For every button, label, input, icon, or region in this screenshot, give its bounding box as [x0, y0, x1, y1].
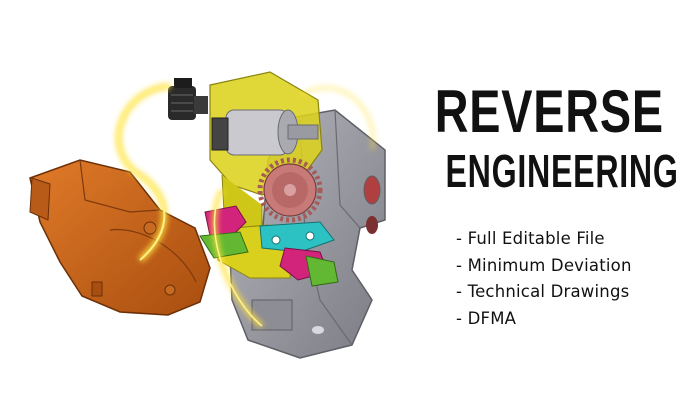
- black-connector: [168, 78, 208, 120]
- pink-gear: [257, 157, 323, 223]
- orange-housing: [29, 159, 211, 316]
- exploded-mechanism-illustration: [29, 71, 386, 359]
- feature-list: - Full Editable File - Minimum Deviation…: [456, 226, 632, 332]
- feature-item: - Minimum Deviation: [456, 255, 632, 275]
- headline: REVERSE ENGINEERING: [405, 78, 679, 197]
- headline-line-1: REVERSE: [434, 78, 664, 145]
- glowing-wire: [115, 83, 375, 328]
- feature-item: - DFMA: [456, 308, 517, 328]
- headline-line-2: ENGINEERING: [445, 145, 679, 197]
- feature-item: - Full Editable File: [456, 229, 605, 248]
- feature-item: - Technical Drawings: [456, 282, 630, 301]
- motor-cylinder: [211, 109, 319, 156]
